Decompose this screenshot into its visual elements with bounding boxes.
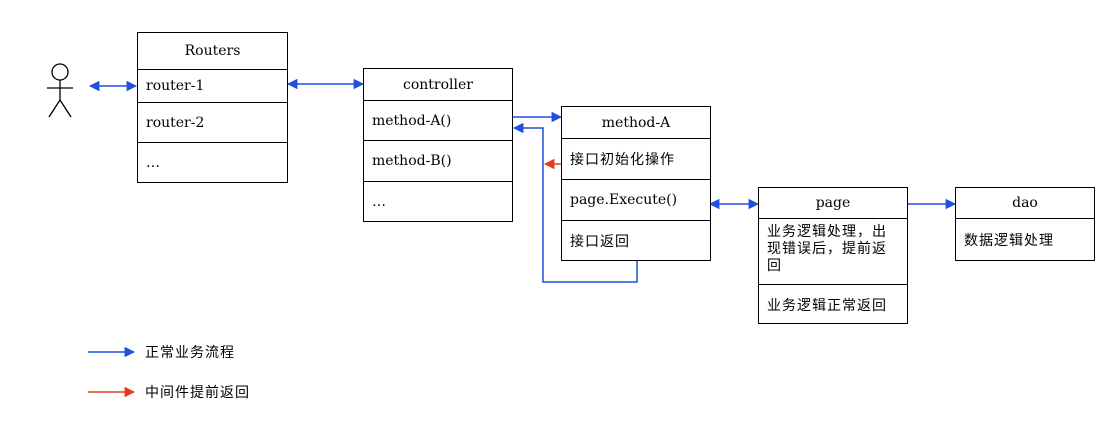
controller-box: controller method-A() method-B() … [363,68,513,222]
data-logic-item: 数据逻辑处理 [964,233,1054,249]
business-logic-item: 业务逻辑处理，出现错误后，提前返回 [759,219,907,285]
router-2-item: router-2 [138,103,287,143]
routers-more-item: … [146,155,160,171]
interface-return-item: 接口返回 [570,234,630,250]
stick-figure-user-icon [47,63,73,118]
dao-title: dao [956,188,1094,219]
controller-more-item: … [372,194,386,210]
page-execute-item: page.Execute() [562,180,710,221]
method-a-box: method-A 接口初始化操作 page.Execute() 接口返回 [561,106,711,261]
arrow-return-loop [512,122,638,283]
init-operation-item: 接口初始化操作 [562,139,710,180]
dao-box: dao 数据逻辑处理 [955,187,1095,261]
routers-box: Routers router-1 router-2 … [137,32,288,183]
legend-early-return-label: 中间件提前返回 [145,385,250,401]
page-title: page [759,188,907,219]
router-1-item: router-1 [138,70,287,103]
normal-return-item: 业务逻辑正常返回 [767,297,887,314]
controller-title: controller [364,69,512,101]
method-a-title: method-A [562,107,710,139]
method-b-call-item: method-B() [364,141,512,182]
routers-title: Routers [138,33,287,70]
page-box: page 业务逻辑处理，出现错误后，提前返回 业务逻辑正常返回 [758,187,908,324]
method-a-call-item: method-A() [364,101,512,141]
legend-normal-label: 正常业务流程 [145,345,235,361]
